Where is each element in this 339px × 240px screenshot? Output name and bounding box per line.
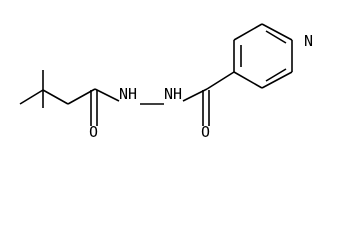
atom-label-ring-nitrogen: N <box>304 32 313 50</box>
structure-diagram: O NH NH O N <box>19 23 313 141</box>
ring-inner-double-3 <box>265 68 287 82</box>
bond-carbonyl-ring <box>206 71 235 90</box>
atom-labels: O NH NH O N <box>89 32 313 141</box>
atom-label-nh-left: NH <box>119 85 137 103</box>
ring-inner-double-2 <box>265 30 287 44</box>
atom-label-oxygen-left: O <box>89 123 98 141</box>
bonds <box>19 23 293 126</box>
ring-bond-5 <box>261 71 293 89</box>
ring-bond-3 <box>261 23 293 41</box>
bond-tbutyl-ch2 <box>42 89 69 105</box>
atom-label-oxygen-right: O <box>201 123 210 141</box>
ring-bond-2 <box>233 23 263 41</box>
atom-label-nh-right: NH <box>164 85 182 103</box>
bond-carbonyl-nh-left <box>94 88 120 102</box>
ring-bond-6 <box>233 71 263 89</box>
bond-tbutyl-methyl-left <box>19 89 44 105</box>
